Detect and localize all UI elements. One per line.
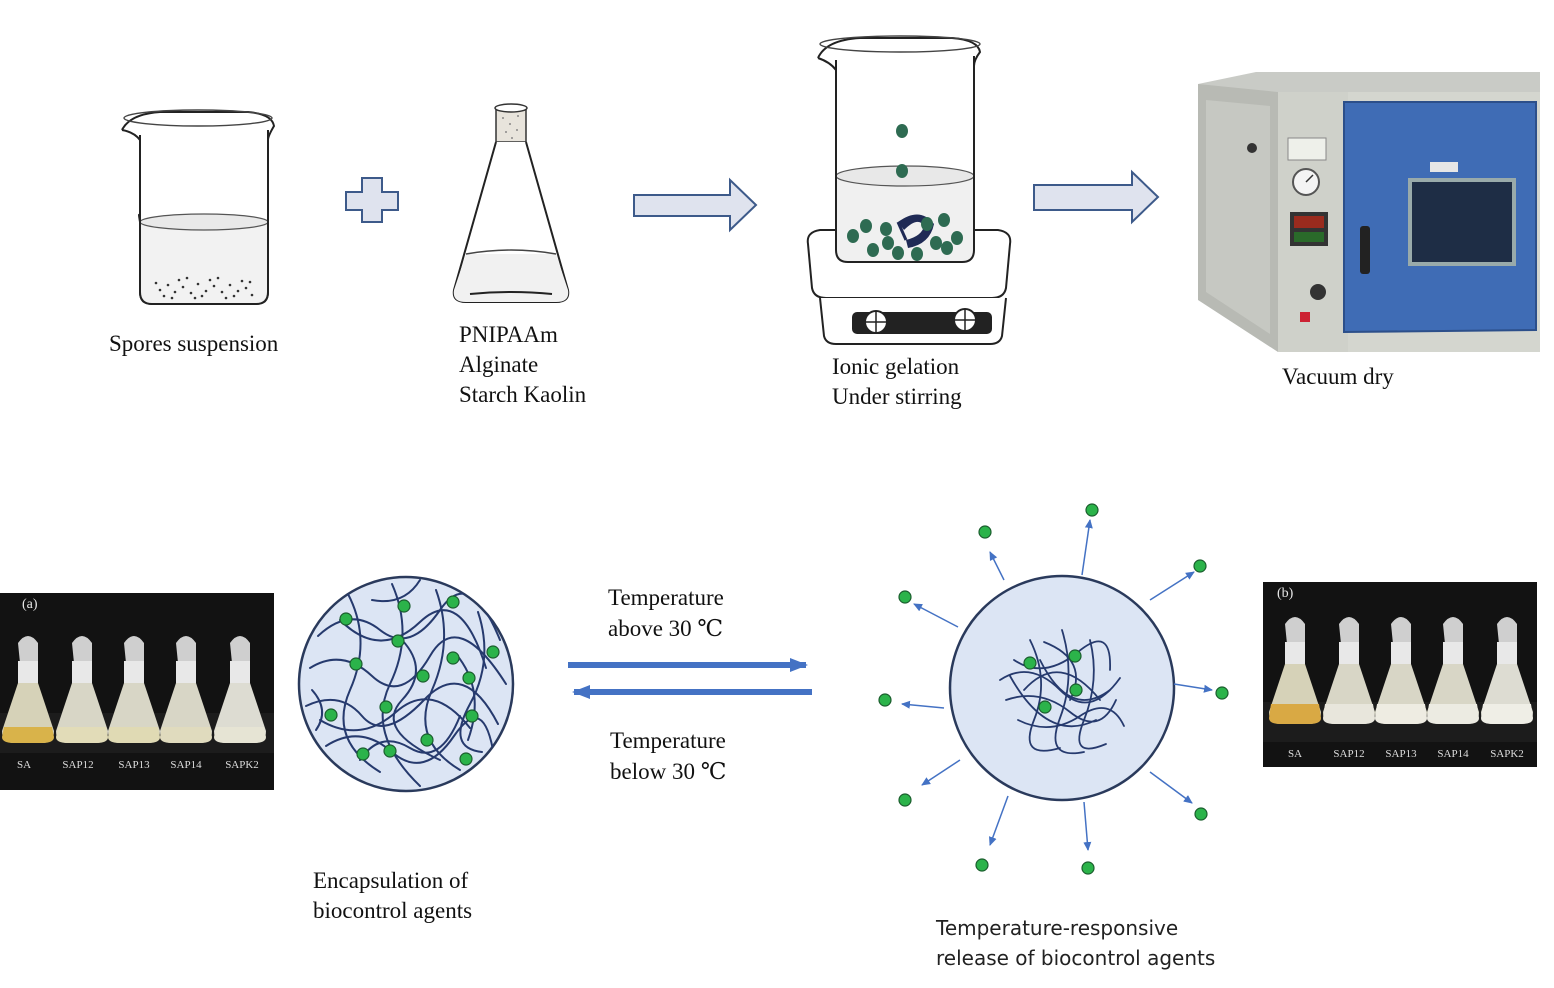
release-capsule [948,574,1176,802]
flask-icon [1427,617,1479,724]
photo-b: (b) SA SAP12 SAP13 SAP14 SAPK2 [1263,582,1537,767]
flask-icon [2,636,54,743]
flask-icon [1323,617,1375,724]
flask-label: SAP13 [118,759,150,771]
photo-b-tag: (b) [1277,586,1294,601]
flask-label: SAP14 [1437,748,1469,760]
flask-icon [214,636,266,743]
flask-label: SAP13 [1385,748,1417,760]
flask-label: SAPK2 [225,759,259,771]
polymer-flask-icon [452,103,570,303]
polymer-network [305,579,507,787]
flask-icon [56,636,108,743]
bead-drops [847,124,963,261]
flask-label: SA [1287,748,1303,760]
below-label-2: below 30 ℃ [610,759,727,784]
encapsulated-agents [324,595,500,766]
right-arrow-icon [1033,169,1160,225]
vacuum-dry-label: Vacuum dry [1282,364,1394,389]
flask-icon [1375,617,1427,724]
above-label-1: Temperature [608,585,724,610]
flask-row-a [0,593,274,790]
release-caption-2: release of biocontrol agents [936,946,1216,970]
flask-label: SAP14 [170,759,202,771]
release-caption-1: Temperature-responsive [936,916,1179,940]
encapsulation-caption-2: biocontrol agents [313,898,473,923]
flask-icon [160,636,212,743]
above-label-2: above 30 ℃ [608,616,724,641]
encapsulation-capsule [297,575,515,793]
spore-particles [154,276,254,300]
gelation-label-2: Under stirring [832,384,962,409]
polymer-label-2: Alginate [459,352,539,377]
flask-icon [108,636,160,743]
flask-icon [1481,617,1533,724]
spores-beaker-icon [121,109,276,305]
photo-a-tag: (a) [22,597,38,612]
flask-label: SAPK2 [1490,748,1524,760]
polymer-label-3: Starch Kaolin [459,382,587,407]
spores-label: Spores suspension [109,331,279,356]
flask-label: SAP12 [62,759,94,771]
plus-icon [345,177,399,223]
released-agents [878,503,1229,875]
vacuum-oven-icon [1198,72,1540,352]
flask-label: SAP12 [1333,748,1365,760]
photo-a: (a) SA SAP12 SAP13 SAP14 SAPK2 [0,593,274,790]
right-arrow-icon [633,177,758,233]
gelation-label-1: Ionic gelation [832,354,960,379]
flask-label: SA [16,759,32,771]
gelation-beaker-icon [817,35,982,263]
stirrer-knob-left-icon [864,310,888,334]
flask-icon [1269,617,1321,724]
flask-row-b [1263,582,1537,767]
encapsulation-caption-1: Encapsulation of [313,868,469,893]
stirrer-knob-right-icon [953,308,977,332]
below-label-1: Temperature [610,728,726,753]
polymer-label-1: PNIPAAm [459,322,558,347]
release-arrows [901,519,1213,851]
